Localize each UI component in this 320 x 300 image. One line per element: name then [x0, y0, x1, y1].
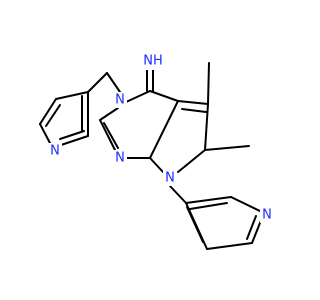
bond-pb-1-inner — [189, 202, 228, 210]
atom-n1: N — [113, 150, 127, 166]
bond-pa-4-inner — [59, 130, 85, 140]
bond-c4a-c5-inner — [181, 108, 207, 113]
bond-c6-methyl — [204, 145, 250, 151]
bond-ch2-ring — [87, 72, 108, 93]
bond-c6-n7 — [177, 149, 206, 173]
atom-n3: N — [113, 92, 127, 108]
bond-pa-4 — [60, 135, 89, 146]
bond-c4a-c7a — [149, 100, 179, 159]
atom-n7: N — [163, 170, 177, 186]
bond-pb-1 — [185, 196, 232, 204]
bond-c5-c6 — [204, 103, 209, 151]
bond-pb-2 — [230, 196, 263, 213]
bond-n7-ring — [169, 185, 187, 204]
bond-pa-3 — [39, 123, 52, 146]
n1-label: N — [115, 151, 125, 166]
bond-c2-n1-double — [103, 122, 119, 149]
bond-pb-5-inner — [186, 206, 204, 243]
bonds — [39, 62, 263, 250]
atom-pyridine-b-n: N — [260, 207, 274, 223]
bond-c4-n3 — [125, 90, 151, 103]
pyridine-a-n-label: N — [50, 144, 60, 159]
bond-n3-ch2 — [106, 72, 121, 93]
bond-pa-2-inner — [45, 104, 61, 127]
bond-c4-c4a — [149, 90, 179, 102]
n7-label: N — [165, 171, 175, 186]
bond-c7a-n7 — [149, 157, 164, 173]
bond-pa-1 — [55, 91, 89, 100]
atom-imine-nh: NH — [140, 52, 166, 70]
pyridine-b-n-label: N — [262, 208, 272, 223]
bond-pa-2 — [39, 98, 57, 125]
imine-label: NH — [143, 54, 163, 69]
molecule-structure: NH N N N N N — [39, 52, 274, 250]
bond-pb-3-inner — [246, 215, 257, 240]
bond-c5-methyl — [207, 62, 210, 105]
bond-c4a-c5 — [177, 100, 209, 105]
atom-pyridine-a-n: N — [48, 143, 62, 159]
bond-pb-4 — [206, 242, 253, 250]
n3-label: N — [115, 93, 125, 108]
bond-n3-c2 — [99, 107, 119, 121]
bond-c2-n1 — [99, 119, 117, 153]
